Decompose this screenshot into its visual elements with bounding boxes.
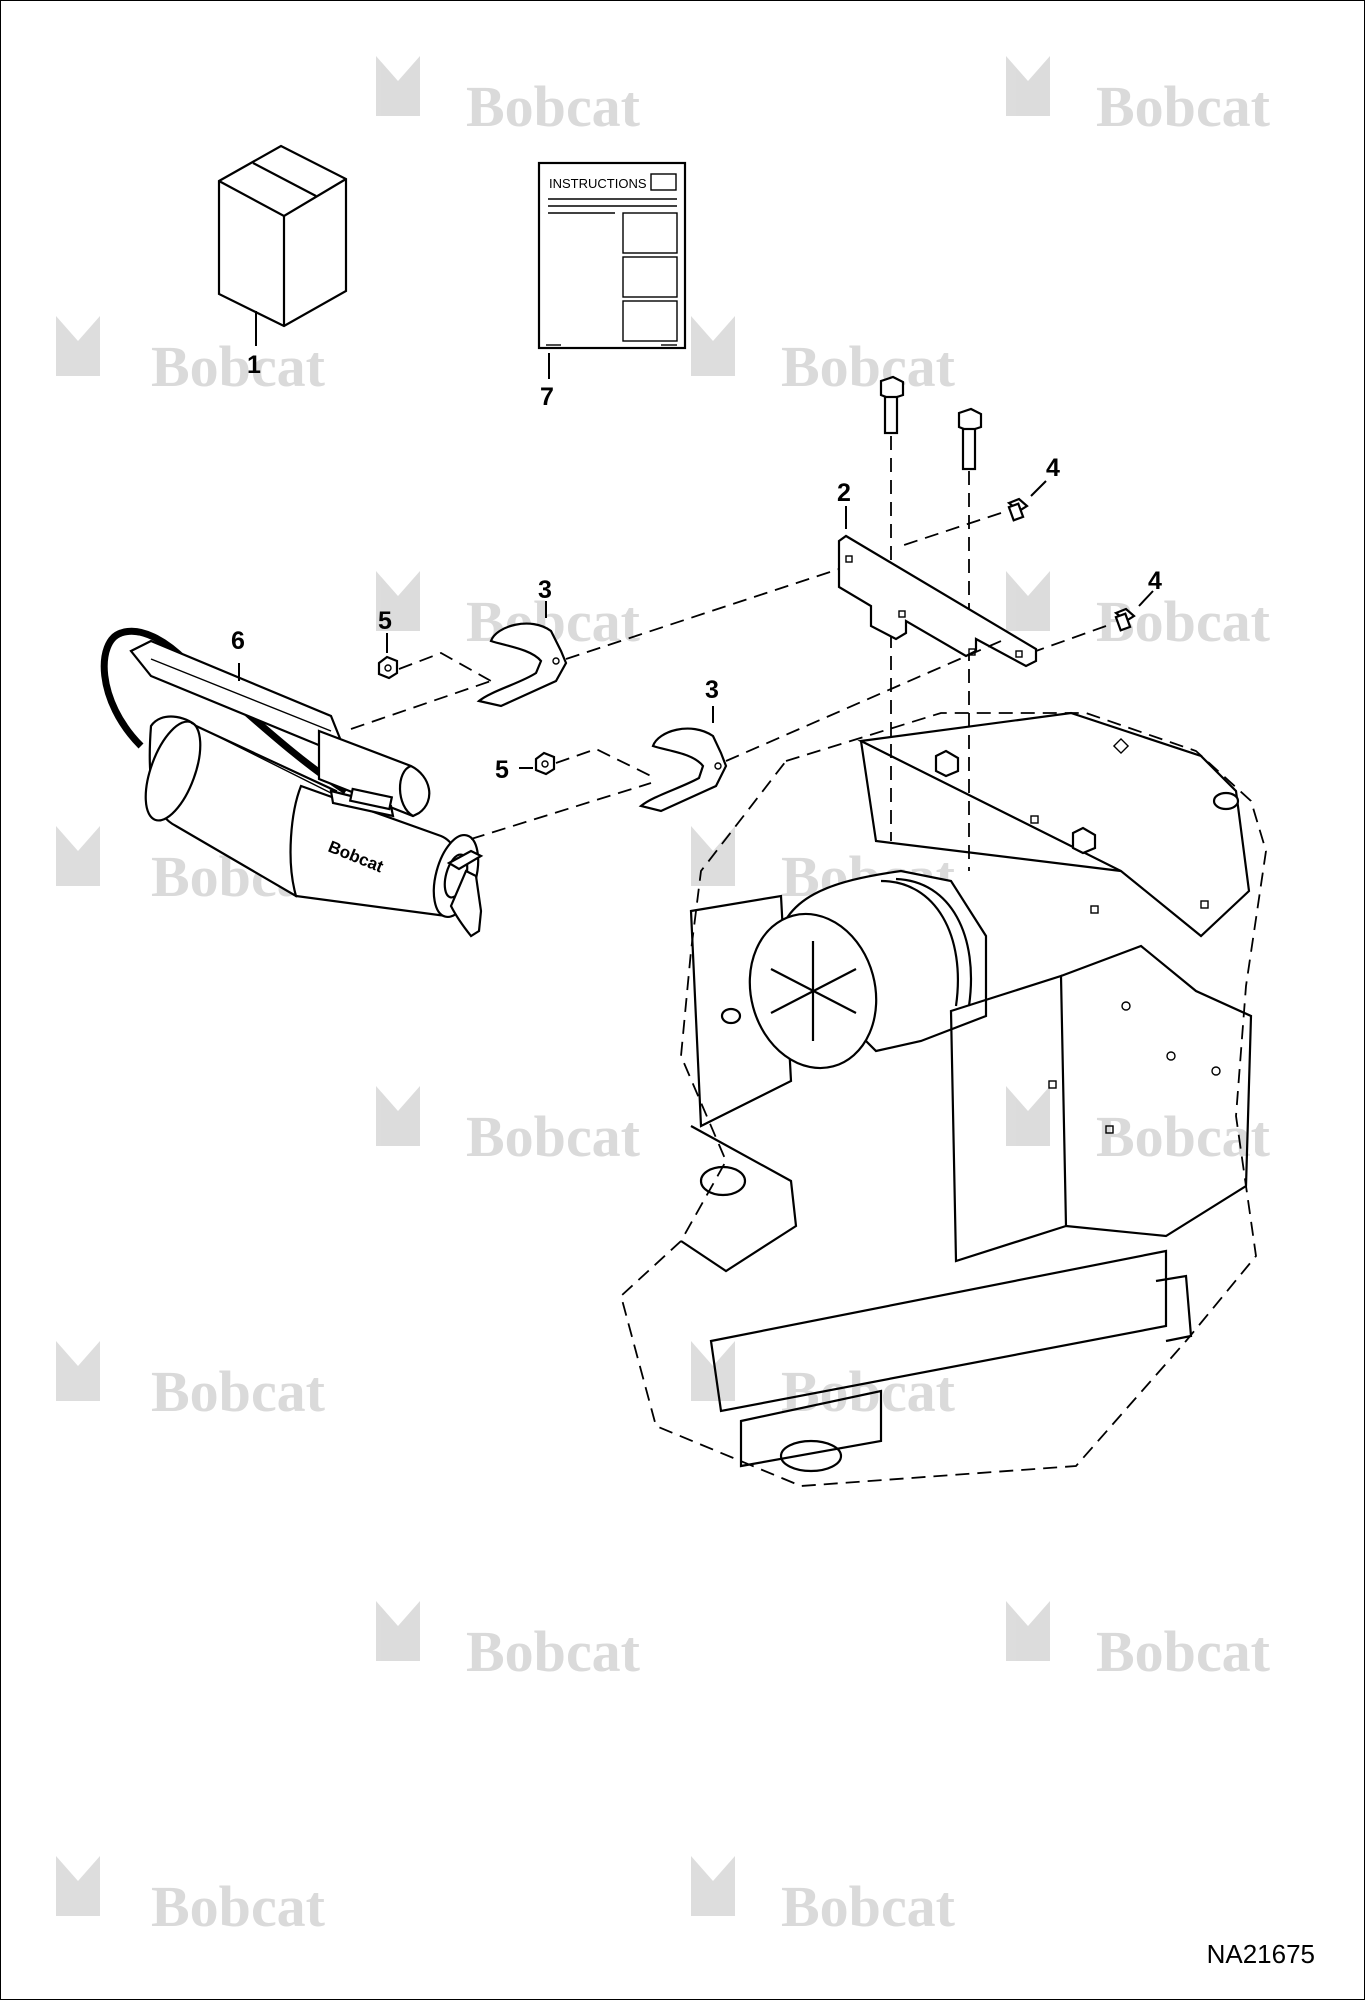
part-4-screws: 4 4 xyxy=(900,454,1162,652)
watermark-text: Bobcat xyxy=(781,1359,956,1424)
drawing-number: NA21675 xyxy=(1206,1939,1315,1969)
watermark-text: Bobcat xyxy=(1096,1104,1271,1169)
callout-4a: 4 xyxy=(1046,454,1060,482)
watermark-layer: Bobcat Bobcat Bobcat Bobcat Bobcat Bobca… xyxy=(56,56,1271,1939)
watermark-6: Bobcat xyxy=(1006,571,1271,654)
watermark-14: Bobcat xyxy=(1006,1601,1271,1684)
watermark-9: Bobcat xyxy=(376,1086,641,1169)
watermark-text: Bobcat xyxy=(466,1104,641,1169)
watermark-11: Bobcat xyxy=(56,1341,326,1424)
callout-3a: 3 xyxy=(538,576,552,604)
part-6-grease-gun: Bobcat 6 xyxy=(100,627,652,938)
watermark-4: Bobcat xyxy=(691,316,956,399)
callout-2: 2 xyxy=(837,479,851,507)
callout-5b: 5 xyxy=(495,756,509,784)
watermark-text: Bobcat xyxy=(151,334,326,399)
watermark-text: Bobcat xyxy=(151,1874,326,1939)
watermark-13: Bobcat xyxy=(376,1601,641,1684)
watermark-12: Bobcat xyxy=(691,1341,956,1424)
watermark-text: Bobcat xyxy=(466,74,641,139)
callout-4b: 4 xyxy=(1148,567,1162,595)
watermark-3: Bobcat xyxy=(56,316,326,399)
watermark-text: Bobcat xyxy=(1096,1619,1271,1684)
callout-7: 7 xyxy=(540,383,554,411)
watermark-text: Bobcat xyxy=(466,1619,641,1684)
callout-3b: 3 xyxy=(705,676,719,704)
part-1-box: 1 xyxy=(217,144,348,379)
part-2-bracket: 2 xyxy=(837,479,1038,668)
air-filter-star xyxy=(770,941,857,1041)
callout-1: 1 xyxy=(247,351,261,379)
watermark-text: Bobcat xyxy=(781,334,956,399)
watermark-text: Bobcat xyxy=(1096,74,1271,139)
watermark-10: Bobcat xyxy=(1006,1086,1271,1169)
callout-6: 6 xyxy=(231,627,245,655)
clamp-to-bracket-lines xyxy=(565,568,1002,762)
watermark-15: Bobcat xyxy=(56,1856,326,1939)
watermark-text: Bobcat xyxy=(781,1874,956,1939)
instructions-label: INSTRUCTIONS xyxy=(549,176,647,191)
part-7-instructions-sheet: INSTRUCTIONS 7 xyxy=(537,161,687,411)
watermark-1: Bobcat xyxy=(376,56,641,139)
watermark-2: Bobcat xyxy=(1006,56,1271,139)
part-5-nuts: 5 5 xyxy=(377,607,652,784)
part-3-clamps: 3 3 xyxy=(476,576,728,813)
machine-frame xyxy=(619,711,1267,1487)
mounting-bolts xyxy=(879,375,983,871)
watermark-text: Bobcat xyxy=(151,1359,326,1424)
watermark-16: Bobcat xyxy=(691,1856,956,1939)
callout-5a: 5 xyxy=(378,607,392,635)
